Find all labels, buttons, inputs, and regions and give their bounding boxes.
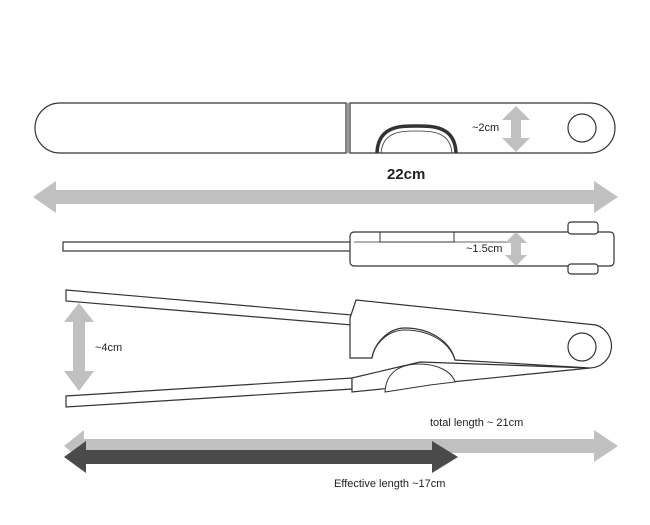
top-view-left-stick <box>34 102 347 154</box>
side-view-head <box>349 231 615 267</box>
open-view-lower-stick <box>65 377 353 408</box>
side-view-pivot-pin-top <box>567 221 599 235</box>
side-thickness-arrow <box>505 232 527 266</box>
effective-length-arrow <box>64 441 458 473</box>
open-view-pivot-hole <box>567 332 597 362</box>
overall-length-label: 22cm <box>387 166 426 183</box>
side-view-pivot-pin-bottom <box>567 263 599 275</box>
top-width-arrow <box>502 106 530 152</box>
total-length-arrow <box>64 430 618 462</box>
total-length-label: total length ~ 21cm <box>430 417 524 429</box>
top-view-finger-notch <box>375 124 458 154</box>
top-view <box>34 102 616 154</box>
top-width-label: ~2cm <box>472 122 500 134</box>
top-view-right-stick <box>349 102 616 154</box>
open-view-upper-stick <box>65 289 353 326</box>
effective-length-label: Effective length ~17cm <box>334 478 446 490</box>
side-view <box>62 221 615 275</box>
opening-label: ~4cm <box>95 342 123 354</box>
side-view-shaft <box>62 241 354 252</box>
top-view-pivot-hole <box>567 113 597 143</box>
open-view <box>64 289 613 408</box>
overall-length-arrow <box>33 181 618 213</box>
opening-arrow <box>64 303 94 391</box>
side-thickness-label: ~1.5cm <box>466 243 503 255</box>
